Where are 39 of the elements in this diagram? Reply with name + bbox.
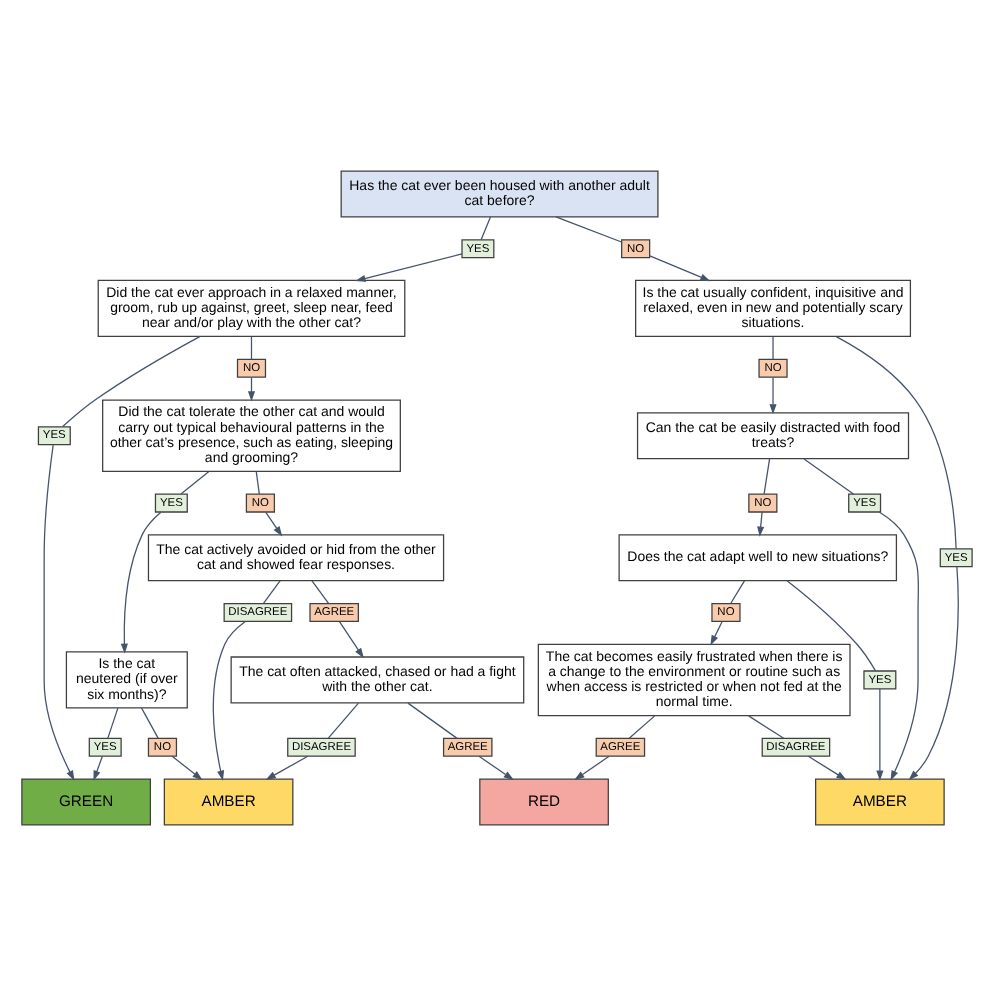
connector xyxy=(772,335,774,359)
connector xyxy=(628,714,656,738)
arrow xyxy=(212,619,246,780)
arrow xyxy=(120,510,162,653)
arrow xyxy=(574,754,610,780)
arrow xyxy=(769,375,777,414)
connector xyxy=(327,701,360,738)
connector xyxy=(407,701,458,739)
connector xyxy=(763,457,771,494)
connector xyxy=(786,579,877,671)
connector xyxy=(262,579,281,604)
connector xyxy=(555,215,623,242)
arrow xyxy=(93,754,104,780)
connector xyxy=(730,579,746,604)
arrow xyxy=(43,443,75,780)
connector xyxy=(250,335,253,359)
arrow xyxy=(355,252,463,281)
arrow xyxy=(265,510,283,536)
arrow xyxy=(710,620,723,645)
arrow xyxy=(338,620,364,658)
arrow xyxy=(171,754,203,780)
connector xyxy=(835,334,957,549)
connector xyxy=(803,457,855,494)
connector xyxy=(480,215,492,240)
arrow xyxy=(807,754,847,780)
connector xyxy=(62,335,201,427)
connector xyxy=(107,706,119,738)
arrow xyxy=(265,754,309,779)
arrow xyxy=(878,510,920,780)
arrow xyxy=(876,687,884,780)
connector xyxy=(311,579,330,604)
connector xyxy=(748,714,785,738)
arrow xyxy=(478,754,514,780)
connector xyxy=(180,470,210,494)
connector xyxy=(255,470,260,494)
connector xyxy=(140,706,159,738)
arrow xyxy=(908,565,959,780)
arrow xyxy=(649,254,711,281)
arrow xyxy=(757,510,765,536)
